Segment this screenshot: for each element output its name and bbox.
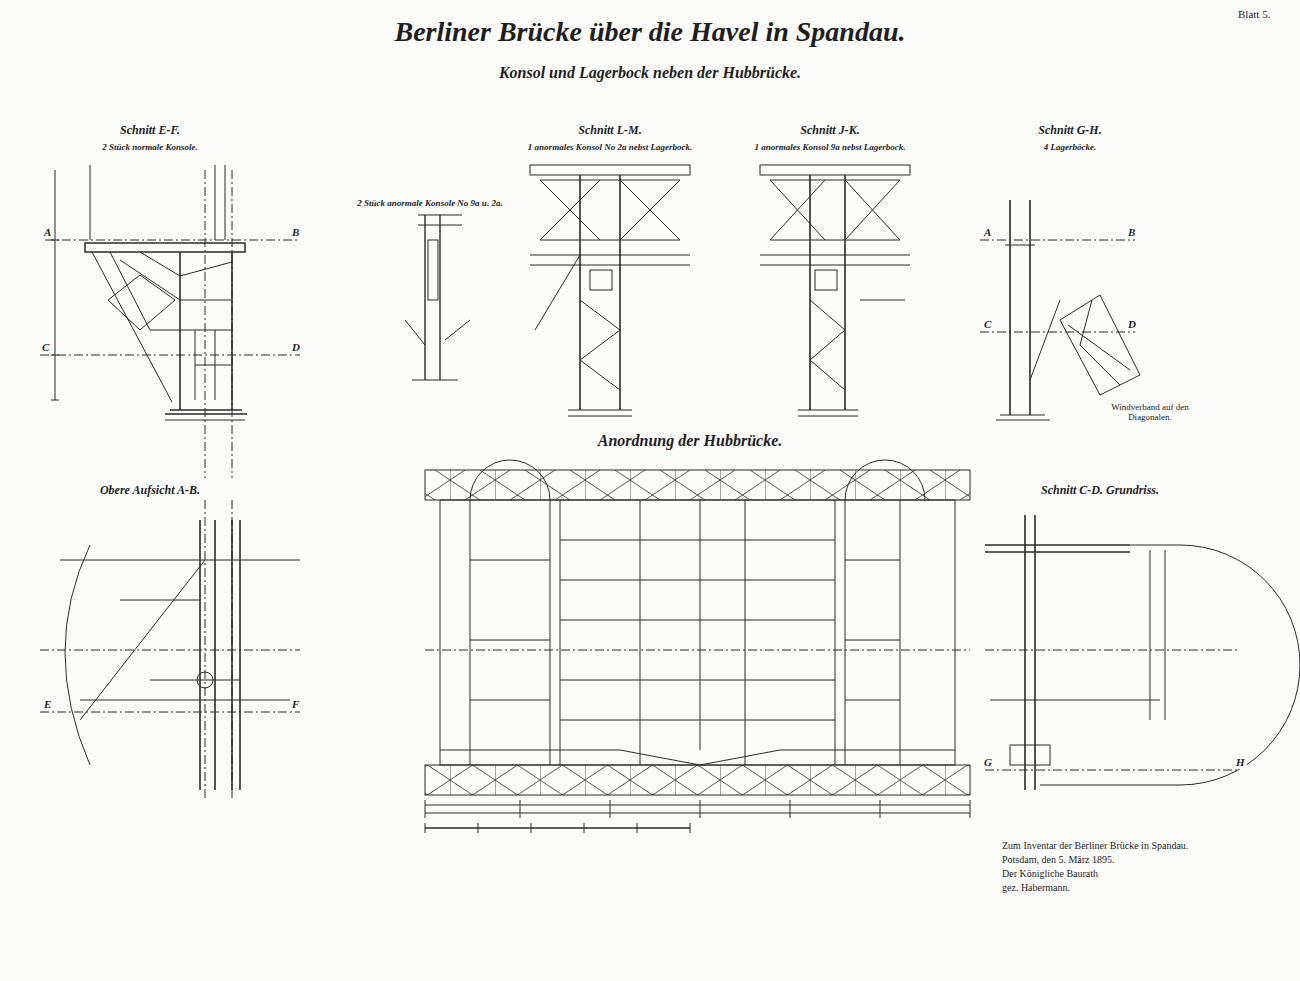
section-letter: C <box>982 318 993 331</box>
drawing-note: Windverband auf den Diagonalen. <box>1100 402 1200 423</box>
drawing-note: Potsdam, den 5. März 1895. <box>1000 854 1117 866</box>
drawing-note: Zum Inventar der Berliner Brücke in Span… <box>1000 840 1190 852</box>
section-heading: 4 Lagerböcke. <box>1042 142 1098 152</box>
drawing-note: Der Königliche Baurath <box>1000 868 1100 880</box>
section-letter: H <box>1234 756 1247 769</box>
section-heading: Schnitt E-F. <box>118 124 182 138</box>
section-letter: G <box>982 756 994 769</box>
section-heading: Konsol und Lagerbock neben der Hubbrücke… <box>497 64 803 82</box>
section-letter: A <box>982 226 993 239</box>
section-letter: C <box>40 341 51 354</box>
section-heading: Schnitt C-D. Grundriss. <box>1039 484 1161 498</box>
section-letter: B <box>290 226 301 239</box>
section-heading: Schnitt L-M. <box>576 124 643 138</box>
section-heading: Obere Aufsicht A-B. <box>98 484 202 498</box>
drawing-title: Berliner Brücke über die Havel in Spanda… <box>392 16 907 48</box>
section-heading: 1 anormales Konsol No 2a nebst Lagerbock… <box>526 142 694 152</box>
drawing-note: Blatt 5. <box>1236 8 1272 21</box>
section-letter: D <box>290 341 302 354</box>
section-heading: Anordnung der Hubbrücke. <box>596 432 785 450</box>
section-heading: Schnitt G-H. <box>1036 124 1103 138</box>
section-heading: 2 Stück anormale Konsole No 9a u. 2a. <box>355 198 504 208</box>
section-letter: F <box>290 698 301 711</box>
drawing-note: gez. Habermann. <box>1000 882 1072 894</box>
section-heading: 1 anormales Konsol 9a nebst Lagerbock. <box>752 142 907 152</box>
section-letter: A <box>42 226 53 239</box>
section-heading: Schnitt J-K. <box>798 124 861 138</box>
section-heading: 2 Stück normale Konsole. <box>100 142 200 152</box>
section-letter: E <box>42 698 53 711</box>
section-letter: D <box>1126 318 1138 331</box>
section-letter: B <box>1126 226 1137 239</box>
